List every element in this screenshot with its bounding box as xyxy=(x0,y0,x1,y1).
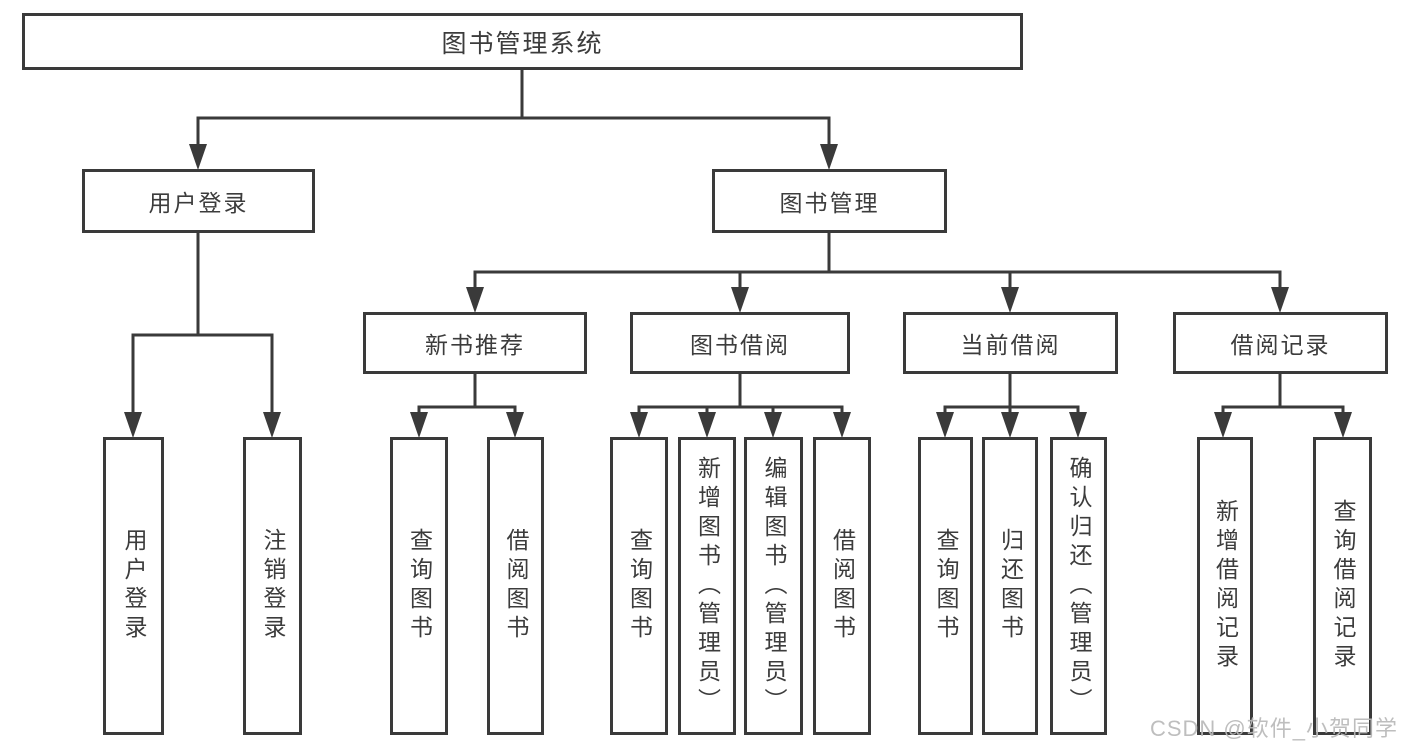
arrow-down-icon xyxy=(124,412,142,438)
node-borrowing-records: 借阅记录 xyxy=(1173,312,1388,374)
arrow-down-icon xyxy=(698,412,716,438)
node-book-management: 图书管理 xyxy=(712,169,947,233)
arrow-down-icon xyxy=(263,412,281,438)
arrow-down-icon xyxy=(410,412,428,438)
arrow-down-icon xyxy=(1271,287,1289,313)
arrow-down-icon xyxy=(1214,412,1232,438)
leaf-logout: 注销登录 xyxy=(243,437,302,735)
arrow-down-icon xyxy=(936,412,954,438)
arrow-down-icon xyxy=(506,412,524,438)
node-user-login: 用户登录 xyxy=(82,169,315,233)
node-new-book-recommend: 新书推荐 xyxy=(363,312,587,374)
csdn-watermark: CSDN @软件_小贺同学 xyxy=(1149,716,1398,741)
leaf-user-login: 用户登录 xyxy=(103,437,164,735)
arrow-down-icon xyxy=(630,412,648,438)
leaf-edit-book-admin: 编辑图书（管理员） xyxy=(744,437,803,735)
arrow-down-icon xyxy=(1069,412,1087,438)
arrowheads xyxy=(124,144,1352,438)
node-library-management-system: 图书管理系统 xyxy=(22,13,1023,70)
arrow-down-icon xyxy=(764,412,782,438)
leaf-query-books-recommend: 查询图书 xyxy=(390,437,448,735)
leaf-query-books-borrowing: 查询图书 xyxy=(610,437,668,735)
leaf-borrow-books-recommend: 借阅图书 xyxy=(487,437,544,735)
arrow-down-icon xyxy=(189,144,207,170)
arrow-down-icon xyxy=(1001,287,1019,313)
arrow-down-icon xyxy=(1334,412,1352,438)
leaf-add-borrow-record: 新增借阅记录 xyxy=(1197,437,1253,735)
arrow-down-icon xyxy=(820,144,838,170)
leaf-confirm-return-admin: 确认归还（管理员） xyxy=(1050,437,1107,735)
leaf-return-book: 归还图书 xyxy=(982,437,1038,735)
arrow-down-icon xyxy=(466,287,484,313)
leaf-query-books-current: 查询图书 xyxy=(918,437,973,735)
leaf-add-book-admin: 新增图书（管理员） xyxy=(678,437,736,735)
node-book-borrowing: 图书借阅 xyxy=(630,312,850,374)
arrow-down-icon xyxy=(1001,412,1019,438)
arrow-down-icon xyxy=(731,287,749,313)
node-current-borrowing: 当前借阅 xyxy=(903,312,1118,374)
leaf-borrow-books: 借阅图书 xyxy=(813,437,871,735)
arrow-down-icon xyxy=(833,412,851,438)
leaf-query-borrow-record: 查询借阅记录 xyxy=(1313,437,1372,735)
